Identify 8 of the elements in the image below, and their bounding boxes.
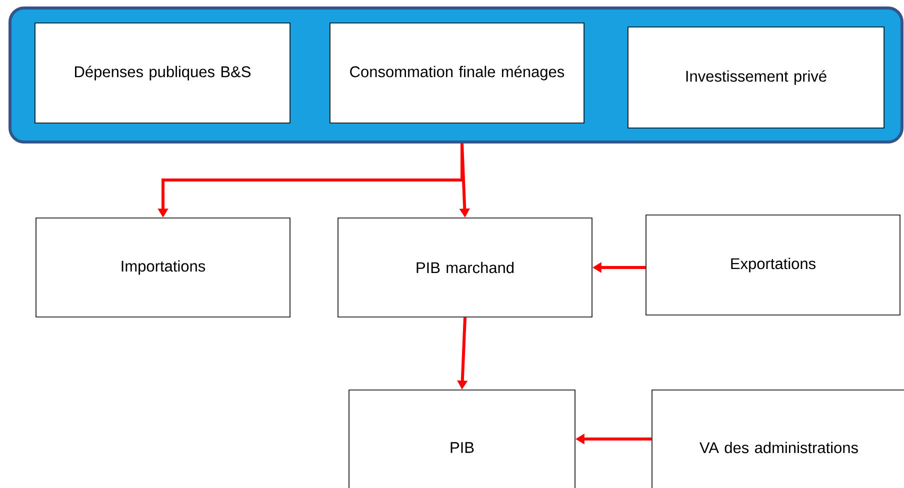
box: Exportations [646,214,900,316]
box: PIB [348,390,576,488]
box: Dépenses publiques B&S [34,22,290,124]
box: VA des administrations [652,390,904,488]
box: Importations [36,218,290,318]
box: Investissement privé [628,26,884,128]
box: Consommation finale ménages [330,22,584,124]
box: PIB marchand [338,218,592,318]
